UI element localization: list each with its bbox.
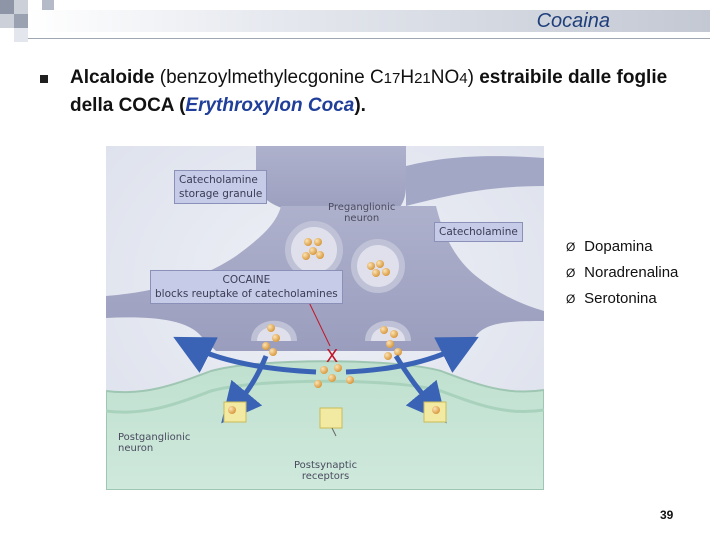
postsynaptic-membrane (105, 379, 545, 414)
body-rest: estraibile dalle foglie della COCA ( (70, 67, 668, 116)
list-item-label: Serotonina (584, 290, 657, 307)
reuptake-block-mark: X (326, 346, 338, 367)
formula-sub-1: 17 (383, 70, 401, 87)
label-storage-granule: Catecholamine storage granule (174, 170, 268, 204)
label-preganglionic-line-2: neuron (344, 213, 380, 224)
arrow-bullet-icon: Ø (566, 292, 576, 306)
label-cocaine: COCAINE blocks reuptake of catecholamine… (150, 270, 343, 304)
alcaloid-word: Alcaloide (70, 67, 155, 88)
label-postganglionic-line-1: Postganglionic (118, 432, 191, 443)
corner-square-3 (0, 14, 14, 28)
body-end: ). (354, 95, 366, 116)
postsynaptic-receptors (223, 401, 447, 429)
header-bar (28, 10, 710, 32)
arrow-bullet-icon: Ø (566, 240, 576, 254)
label-postsynaptic-receptors: Postsynaptic receptors (294, 460, 357, 482)
label-receptors-line-2: receptors (301, 471, 350, 482)
formula-h: H (400, 67, 415, 88)
list-item: Ø Serotonina (566, 288, 678, 314)
axon-shape (256, 146, 406, 219)
synapse-illustration: X Catecholamine storage granule Pregangl… (105, 146, 545, 491)
fusing-vesicle-right (365, 320, 411, 342)
corner-square-4 (14, 14, 28, 28)
label-catecholamine: Catecholamine (434, 222, 523, 242)
label-storage-granule-line-1: Catecholamine (179, 174, 258, 186)
reuptake-arrow-left (173, 336, 317, 375)
label-cocaine-line-2: blocks reuptake of catecholamines (155, 288, 338, 300)
formula-open: (benzoylmethylecgonine C (159, 67, 384, 88)
list-item: Ø Noradrenalina (566, 262, 678, 288)
axon-branch (406, 156, 544, 206)
catecholamine-molecules (262, 238, 402, 388)
receptor-pointer-line (331, 427, 337, 437)
corner-square-1 (0, 0, 14, 14)
label-preganglionic-neuron: Preganglionic neuron (328, 202, 395, 224)
label-receptors-line-1: Postsynaptic (294, 460, 358, 471)
arrow-bullet-icon: Ø (566, 266, 576, 280)
formula-sub-3: 4 (459, 70, 468, 87)
label-postganglionic-neuron: Postganglionic neuron (118, 432, 190, 454)
formula-close: ) (467, 67, 474, 88)
species-name: Erythroxylon Coca (185, 95, 355, 116)
bullet-square (40, 75, 48, 83)
label-cocaine-line-1: COCAINE (222, 274, 271, 286)
main-bullet-text: Alcaloide (benzoylmethylecgonine C17H21N… (70, 64, 700, 119)
header-divider (28, 38, 710, 39)
formula-no: NO (430, 67, 460, 88)
cocaine-pointer-line (305, 295, 331, 347)
page-number: 39 (660, 508, 674, 522)
formula-sub-2: 21 (414, 70, 431, 87)
label-storage-granule-line-2: storage granule (179, 188, 263, 200)
list-item-label: Dopamina (584, 238, 653, 255)
list-item-label: Noradrenalina (584, 264, 679, 281)
reuptake-arrow-right (345, 336, 479, 375)
list-item: Ø Dopamina (566, 236, 678, 262)
neurotransmitter-list: Ø Dopamina Ø Noradrenalina Ø Serotonina (566, 236, 678, 314)
slide-title: Cocaina (536, 10, 610, 32)
label-postganglionic-line-2: neuron (118, 443, 154, 454)
corner-square-2 (14, 0, 28, 14)
corner-square-6 (14, 28, 28, 42)
corner-square-7 (42, 0, 54, 12)
label-catecholamine-text: Catecholamine (439, 226, 518, 238)
label-preganglionic-line-1: Preganglionic (328, 202, 396, 213)
fusing-vesicle-left (251, 320, 297, 342)
